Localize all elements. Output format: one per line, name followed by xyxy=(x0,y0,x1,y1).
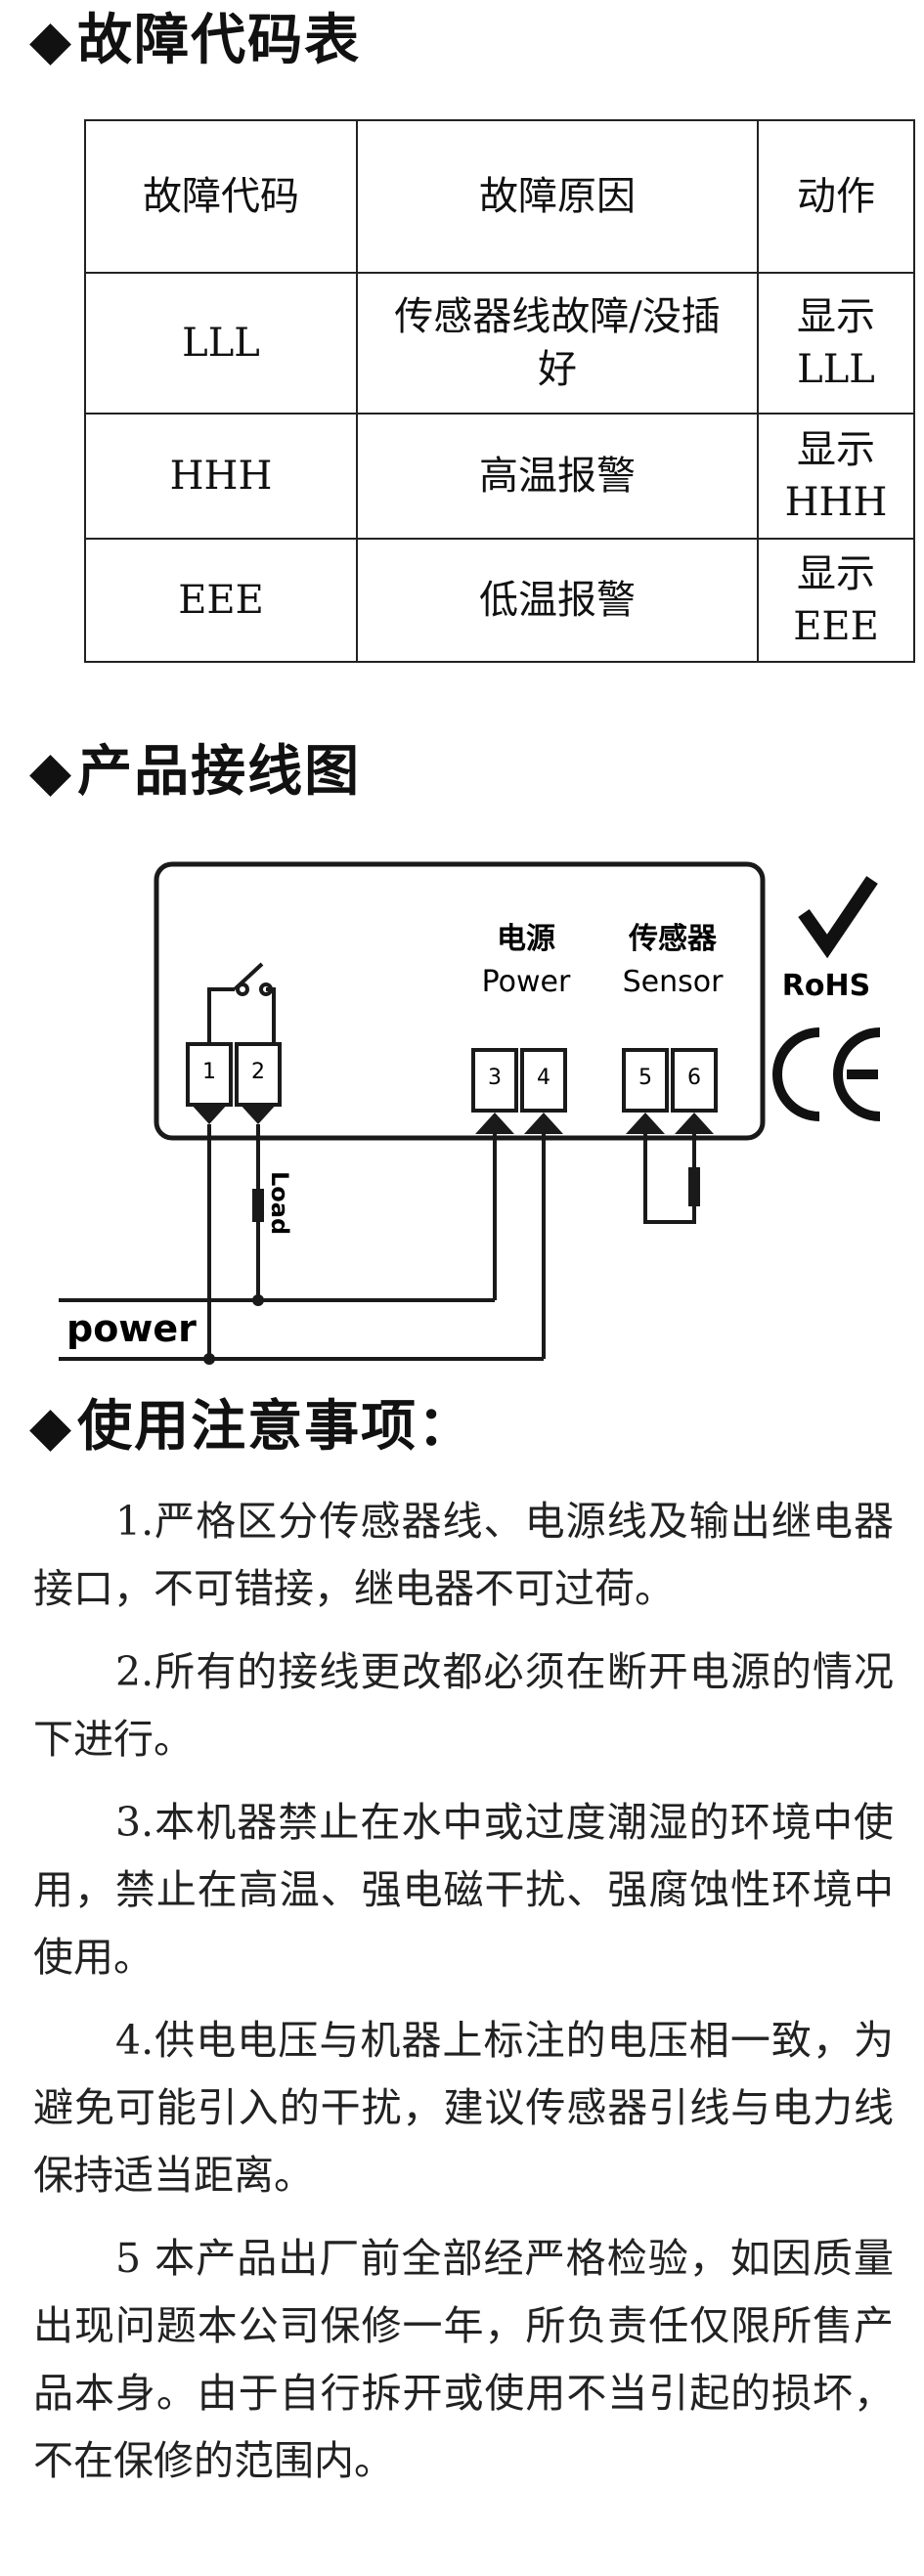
note-item: 4.供电电压与机器上标注的电压相一致，为避免可能引入的干扰，建议传感器引线与电力… xyxy=(33,2017,894,2199)
diamond-bullet-icon: ◆ xyxy=(29,740,74,804)
header-cause: 故障原因 xyxy=(356,119,759,274)
power-label-en: Power xyxy=(482,965,571,999)
terminal-1: 1 xyxy=(186,1042,233,1124)
relay-switch-icon xyxy=(207,962,276,1046)
fault-table-heading: ◆故障代码表 xyxy=(29,9,362,72)
terminal-2: 2 xyxy=(235,1042,282,1124)
fault-code-cell: EEE xyxy=(84,538,358,663)
controller-body xyxy=(154,861,766,1141)
svg-text:6: 6 xyxy=(687,1066,701,1090)
ce-mark-icon xyxy=(772,1027,881,1121)
svg-text:2: 2 xyxy=(251,1060,265,1084)
sensor-label-en: Sensor xyxy=(623,965,724,999)
terminal-6: 6 xyxy=(671,1048,718,1134)
terminal-3: 3 xyxy=(471,1048,518,1134)
wiring-diagram: 电源 Power 传感器 Sensor 1 2 3 4 5 6 xyxy=(59,861,881,1365)
table-row: HHH 高温报警 显示 HHH xyxy=(84,413,915,540)
fault-code-table: 故障代码 故障原因 动作 LLL 传感器线故障/没插好 显示 LLL HHH 高… xyxy=(84,119,915,663)
power-line-label: power xyxy=(66,1307,197,1350)
table-row: LLL 传感器线故障/没插好 显示 LLL xyxy=(84,272,915,415)
sensor-probe-icon xyxy=(688,1167,700,1206)
table-header-row: 故障代码 故障原因 动作 xyxy=(84,119,915,274)
power-label-cn: 电源 xyxy=(497,922,555,956)
wiring-heading: ◆产品接线图 xyxy=(29,740,362,804)
table-row: EEE 低温报警 显示 EEE xyxy=(84,538,915,663)
terminal-5: 5 xyxy=(622,1048,669,1134)
rohs-check-icon xyxy=(798,876,878,959)
header-code: 故障代码 xyxy=(84,119,358,274)
sensor-label-cn: 传感器 xyxy=(628,922,718,956)
rohs-label: RoHS xyxy=(782,969,870,1003)
note-item: 1.严格区分传感器线、电源线及输出继电器接口，不可错接，继电器不可过荷。 xyxy=(33,1498,894,1612)
svg-text:3: 3 xyxy=(488,1066,502,1090)
note-item: 5 本产品出厂前全部经严格检验，如因质量出现问题本公司保修一年，所负责任仅限所售… xyxy=(33,2235,894,2484)
fault-cause-cell: 低温报警 xyxy=(356,538,759,663)
junction-dot xyxy=(203,1353,215,1365)
fault-cause-cell: 高温报警 xyxy=(356,413,759,540)
fault-action-cell: 显示 LLL xyxy=(757,272,915,415)
svg-text:1: 1 xyxy=(202,1060,216,1084)
load-resistor-icon xyxy=(252,1189,264,1222)
header-action: 动作 xyxy=(757,119,915,274)
junction-dot xyxy=(252,1294,264,1306)
fault-action-cell: 显示 EEE xyxy=(757,538,915,663)
svg-text:4: 4 xyxy=(537,1066,550,1090)
fault-code-cell: HHH xyxy=(84,413,358,540)
note-item: 2.所有的接线更改都必须在断开电源的情况下进行。 xyxy=(33,1648,894,1763)
fault-cause-cell: 传感器线故障/没插好 xyxy=(356,272,759,415)
terminal-4: 4 xyxy=(520,1048,567,1134)
fault-code-cell: LLL xyxy=(84,272,358,415)
usage-notes: 1.严格区分传感器线、电源线及输出继电器接口，不可错接，继电器不可过荷。 2.所… xyxy=(33,1488,894,2511)
notes-heading: ◆使用注意事项： xyxy=(29,1395,475,1459)
svg-text:5: 5 xyxy=(638,1066,652,1090)
note-item: 3.本机器禁止在水中或过度潮湿的环境中使用，禁止在高温、强电磁干扰、强腐蚀性环境… xyxy=(33,1799,894,1981)
fault-action-cell: 显示 HHH xyxy=(757,413,915,540)
diamond-bullet-icon: ◆ xyxy=(29,1395,74,1459)
load-label: Load xyxy=(266,1171,293,1235)
diamond-bullet-icon: ◆ xyxy=(29,9,74,72)
wires xyxy=(59,1124,696,1361)
